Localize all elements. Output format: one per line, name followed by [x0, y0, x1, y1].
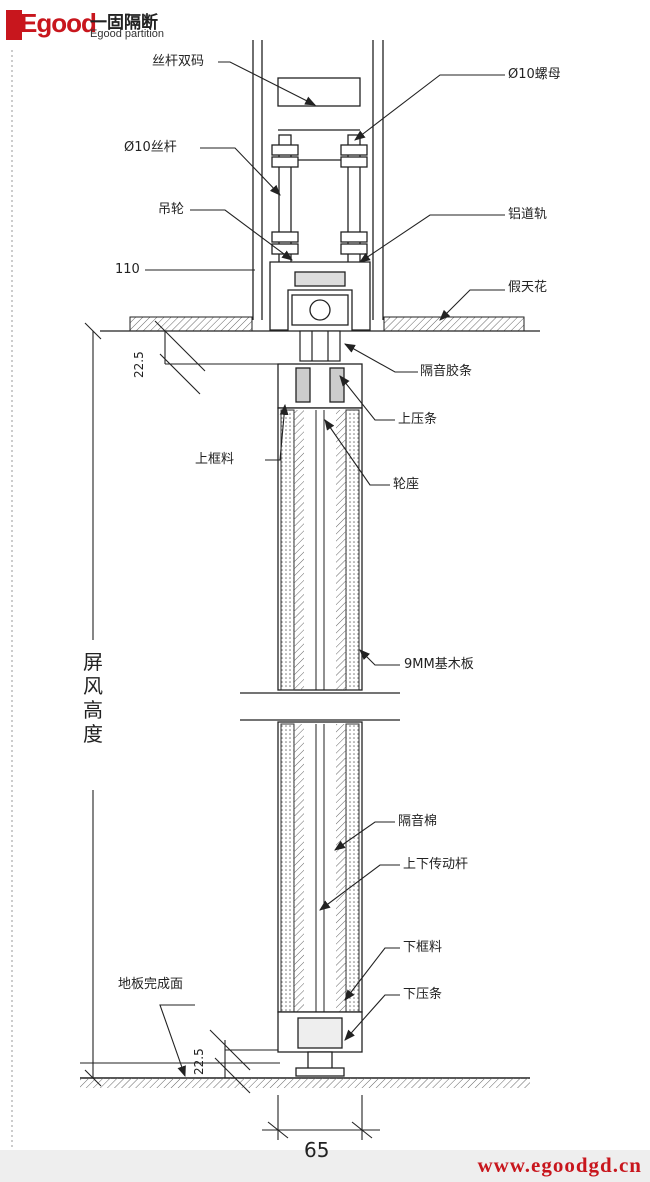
label-aluminum-track: 铝道轨	[508, 207, 548, 222]
dim-screen-height: 屏风高度	[83, 650, 103, 746]
label-wheel-seat: 轮座	[393, 477, 420, 492]
logo-en: Egood partition	[90, 28, 164, 40]
label-nut-10: Ø10螺母	[508, 67, 561, 82]
width-dimension	[262, 1095, 380, 1140]
label-sound-cotton: 隔音棉	[398, 814, 438, 829]
label-soundproof-strip: 隔音胶条	[420, 364, 473, 379]
footer-strip	[0, 1150, 650, 1182]
label-upper-frame: 上框料	[195, 452, 235, 467]
panel-top	[277, 363, 363, 409]
panel-body-upper	[277, 407, 363, 691]
threaded-rods	[271, 134, 368, 266]
dim-bottom-gap: 22.5	[192, 1048, 206, 1075]
logo-mark-icon	[6, 10, 22, 40]
label-lower-frame: 下框料	[403, 940, 443, 955]
label-upper-press-strip: 上压条	[398, 412, 438, 427]
logo-cn: 一固隔断	[90, 13, 158, 33]
logo-brand: Egood	[20, 8, 97, 38]
label-ceiling: 假天花	[508, 280, 548, 295]
website-url: www.egoodgd.cn	[477, 1153, 642, 1177]
label-threaded-rod-double-nut: 丝杆双码	[152, 54, 205, 69]
leader-lines	[159, 61, 505, 1078]
track-and-wheel	[269, 261, 371, 331]
dim-width: 65	[304, 1138, 330, 1162]
label-hanging-wheel: 吊轮	[158, 202, 185, 217]
floor	[80, 1077, 530, 1088]
brand-logo: Egood 一固隔断 Egood partition	[6, 8, 171, 44]
panel-body-lower	[277, 721, 363, 1013]
label-dim-110: 110	[115, 262, 140, 277]
break-line	[240, 692, 400, 721]
connector	[299, 330, 341, 362]
label-floor-finish: 地板完成面	[118, 977, 184, 992]
gap-dimensions	[154, 320, 280, 1094]
label-lower-press-strip: 下压条	[403, 987, 443, 1002]
label-drive-rod: 上下传动杆	[403, 857, 469, 872]
label-threaded-rod-10: Ø10丝杆	[124, 140, 177, 155]
label-blockboard: 9MM基木板	[404, 657, 474, 672]
false-ceiling	[100, 316, 540, 332]
dim-top-gap: 22.5	[132, 351, 146, 378]
height-dimension	[80, 322, 280, 1087]
panel-bottom	[277, 1011, 363, 1077]
